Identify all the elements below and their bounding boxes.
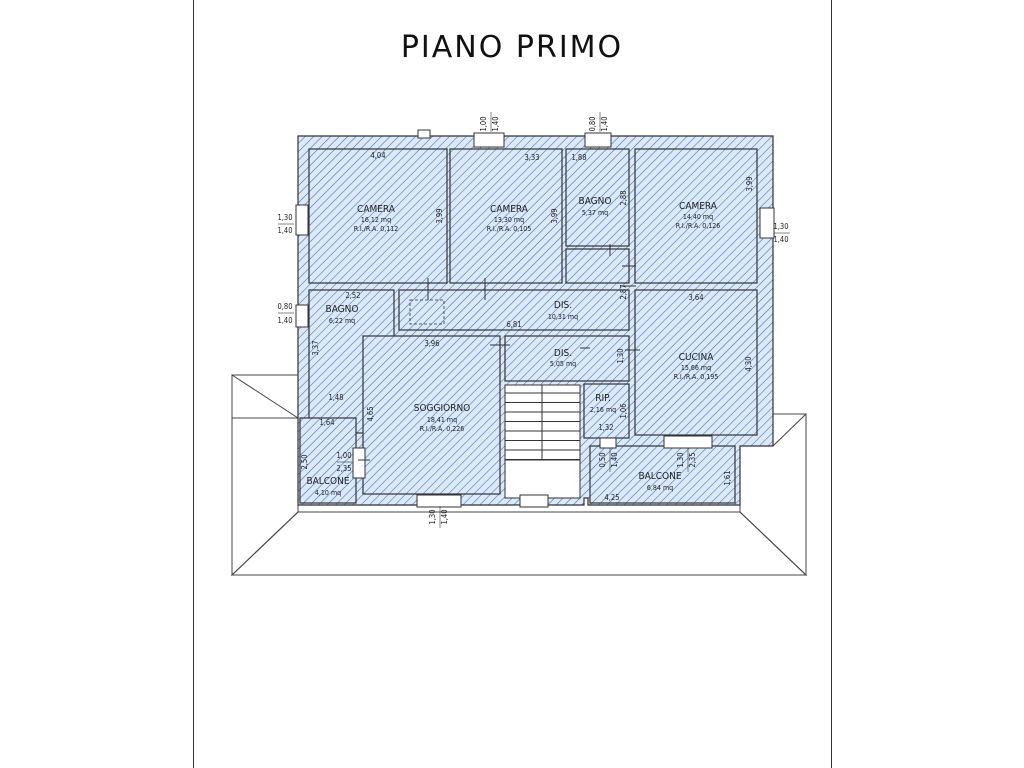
room-area-camera-3: 14,40 mq (683, 213, 713, 221)
dimension-label: 1,30 (428, 509, 437, 524)
room-cucina (634, 289, 758, 436)
window-bottom-stair (519, 494, 549, 508)
dimension-label: 1,30 (277, 213, 292, 222)
room-rip (583, 383, 630, 439)
room-area-balcone-1: 4,10 mq (315, 489, 341, 497)
room-area-bagno-1: 5,37 mq (582, 209, 608, 217)
dimension-label: 2,50 (300, 454, 309, 469)
room-name-bagno-2: BAGNO (326, 304, 359, 315)
room-name-balcone-2: BALCONE (638, 471, 681, 482)
dimension-label: 4,30 (744, 356, 753, 371)
dimension-label: 1,00 (479, 116, 488, 131)
dimension-label: 3,33 (524, 153, 539, 162)
window-bal1 (352, 447, 366, 479)
dimension-label: 1,48 (328, 393, 343, 402)
room-area-rip: 2,16 mq (590, 406, 616, 414)
dimension-label: 0,50 (598, 452, 607, 467)
window-rip (599, 437, 617, 449)
window-top-chimney (417, 129, 431, 139)
dimension-label: 1,61 (723, 470, 732, 485)
shaft-outline (409, 299, 445, 325)
room-name-bagno-1: BAGNO (579, 196, 612, 207)
dimension-label: 1,40 (491, 116, 500, 131)
room-area-camera-1: 16,12 mq (361, 216, 391, 224)
dimension-label: 3,99 (745, 176, 754, 191)
window-cucina (663, 435, 713, 449)
room-area-dis-1: 10,31 mq (548, 313, 578, 321)
dimension-label: 3,99 (435, 208, 444, 223)
room-name-dis-1: DIS. (554, 300, 572, 311)
room-dis-2 (504, 335, 630, 382)
dimension-label: 4,04 (370, 151, 385, 160)
dimension-label: 1,06 (619, 403, 628, 418)
dimension-label: 2,52 (345, 291, 360, 300)
dimension-label: 1,30 (616, 348, 625, 363)
room-ratio-camera-1: R.I./R.A. 0,112 (354, 225, 398, 233)
dimension-label: 2,35 (336, 464, 351, 473)
dimension-label: 1,40 (610, 452, 619, 467)
room-area-soggiorno: 18,41 mq (427, 416, 457, 424)
staircase (504, 384, 581, 499)
room-name-soggiorno: SOGGIORNO (414, 403, 471, 414)
dimension-label: 0,80 (588, 116, 597, 131)
room-camera-2 (449, 148, 563, 284)
window-top-2 (584, 132, 612, 148)
room-balcone-2 (589, 445, 736, 504)
room-area-bagno-2: 6,22 mq (329, 317, 355, 325)
dimension-label: 1,40 (277, 226, 292, 235)
dimension-label: 3,96 (424, 339, 439, 348)
window-right-1 (759, 207, 775, 239)
window-left-2 (295, 304, 309, 328)
room-area-balcone-2: 6,84 mq (647, 484, 673, 492)
dimension-label: 2,35 (688, 452, 697, 467)
dimension-label: 3,64 (688, 293, 703, 302)
dimension-label: 6,81 (506, 320, 521, 329)
dimension-label: 1,32 (598, 423, 613, 432)
room-soggiorno (362, 335, 501, 495)
room-bagno-1 (565, 148, 630, 247)
dimension-label: 0,80 (277, 302, 292, 311)
room-ratio-cucina: R.I./R.A. 0,195 (674, 373, 718, 381)
room-name-camera-3: CAMERA (679, 201, 718, 212)
dimension-label: 1,40 (277, 316, 292, 325)
room-name-camera-2: CAMERA (490, 204, 529, 215)
room-area-camera-2: 13,30 mq (494, 216, 524, 224)
window-bottom-sogg (416, 494, 462, 508)
room-area-cucina: 15,66 mq (681, 364, 711, 372)
dimension-label: 1,30 (676, 452, 685, 467)
room-camera-1 (308, 148, 448, 284)
dimension-label: 1,30 (773, 222, 788, 231)
room-name-camera-1: CAMERA (357, 204, 396, 215)
room-name-balcone-1: BALCONE (306, 476, 349, 487)
window-left-1 (295, 204, 309, 236)
room-small (565, 248, 630, 284)
dimension-label: 2,88 (619, 190, 628, 205)
room-area-dis-2: 5,05 mq (550, 360, 576, 368)
dimension-label: 1,40 (773, 235, 788, 244)
dimension-label: 1,64 (319, 418, 334, 427)
dimension-label: 1,88 (571, 153, 586, 162)
roof-outline (231, 374, 299, 577)
room-name-rip: RIP. (595, 393, 611, 404)
dimension-label: 2,87 (619, 284, 628, 299)
room-ratio-soggiorno: R.I./R.A. 0,226 (420, 425, 464, 433)
room-ratio-camera-3: R.I./R.A. 0,126 (676, 222, 720, 230)
room-camera-3 (634, 148, 758, 284)
room-ratio-camera-2: R.I./R.A. 0,105 (487, 225, 531, 233)
dimension-label: 4,65 (366, 406, 375, 421)
dimension-label: 1,40 (440, 509, 449, 524)
room-name-cucina: CUCINA (679, 352, 715, 363)
room-name-dis-2: DIS. (554, 348, 572, 359)
dimension-label: 1,40 (600, 116, 609, 131)
page-title: PIANO PRIMO (400, 30, 624, 65)
dimension-label: 4,25 (604, 493, 619, 502)
window-top-1 (473, 132, 505, 148)
dimension-label: 3,99 (550, 208, 559, 223)
dimension-label: 1,00 (336, 451, 351, 460)
roof-outline (230, 511, 808, 576)
room-balcone-1 (299, 417, 357, 504)
room-dis-1 (398, 289, 630, 331)
dimension-label: 3,37 (311, 340, 320, 355)
